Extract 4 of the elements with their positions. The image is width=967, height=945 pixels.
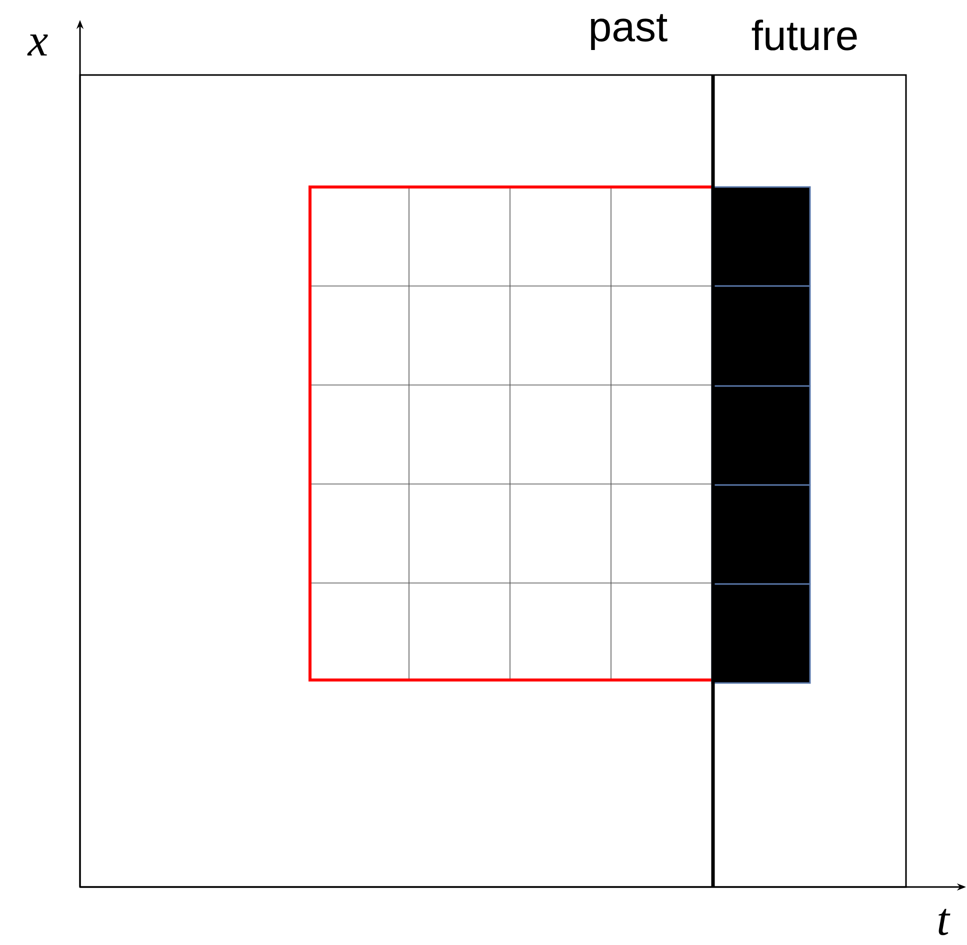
- axis-label: t: [938, 908, 950, 936]
- axis-label: x: [27, 34, 48, 56]
- region-label: past: [591, 14, 668, 50]
- region-label: future: [752, 20, 857, 50]
